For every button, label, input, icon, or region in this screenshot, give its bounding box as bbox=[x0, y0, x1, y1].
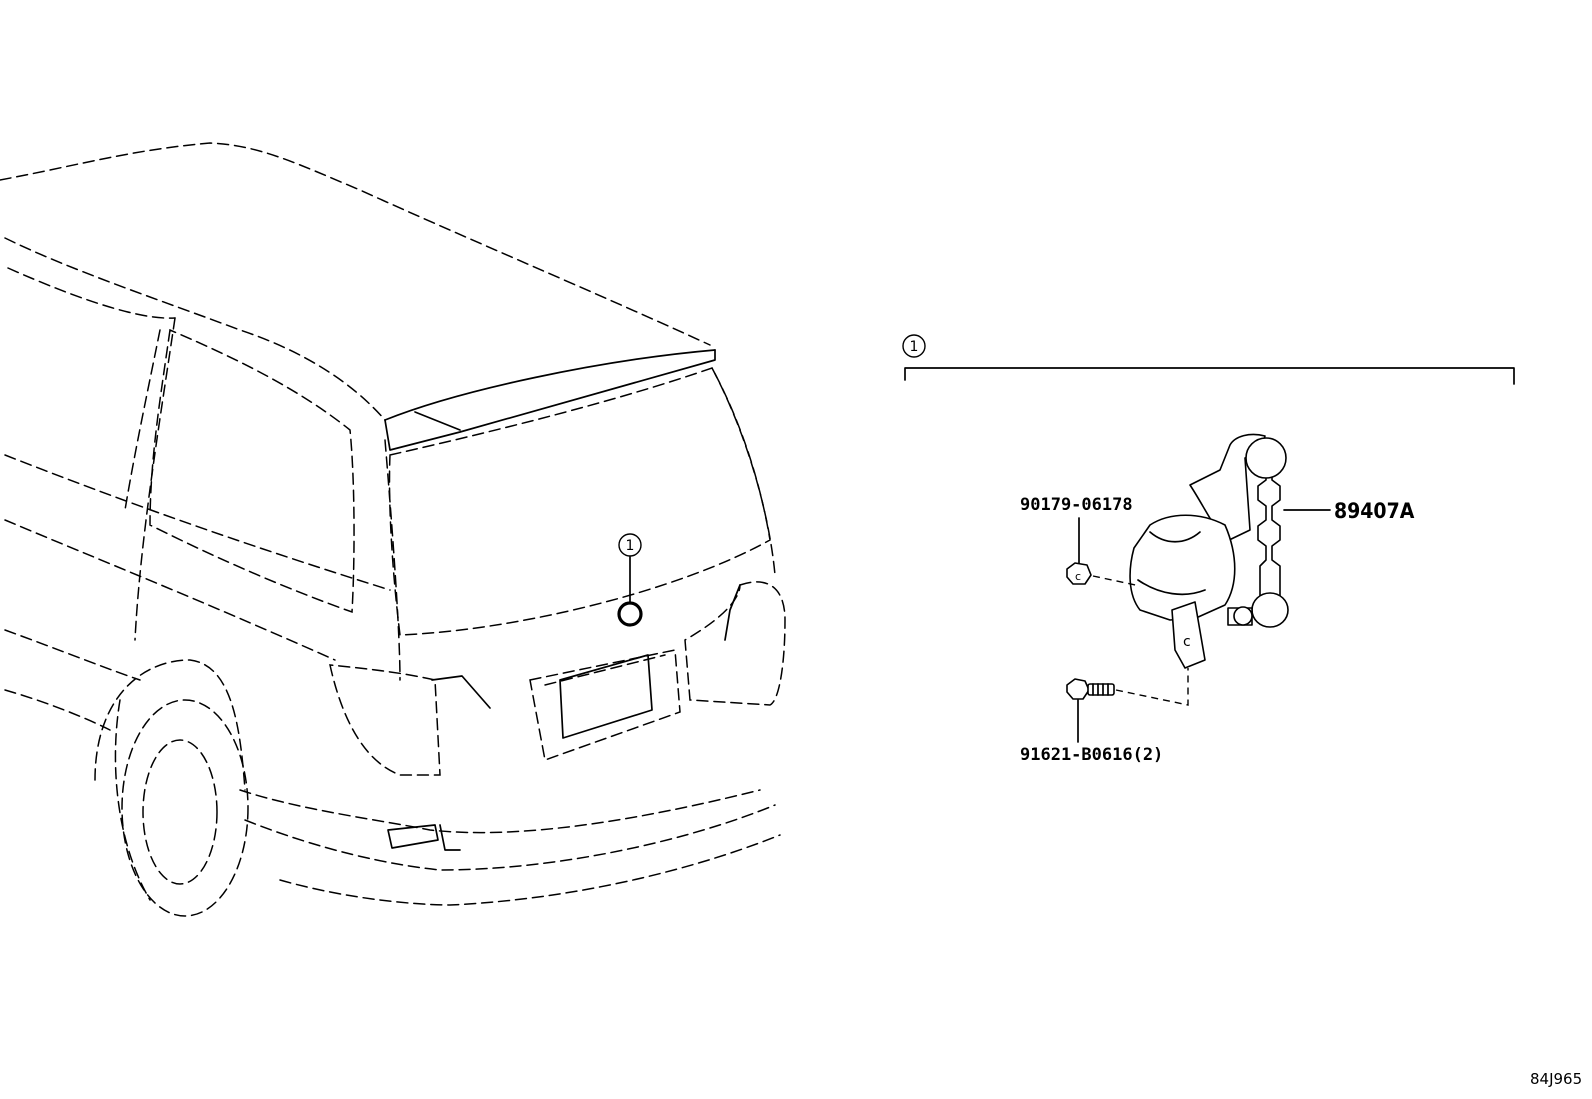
clip-mark: c bbox=[1183, 634, 1191, 650]
ref-marker-vehicle: 1 bbox=[626, 538, 635, 554]
ref-marker-circle-assembly bbox=[902, 334, 926, 358]
sensor-location-marker bbox=[617, 601, 643, 627]
vehicle-illustration: 1 bbox=[0, 142, 786, 917]
figure-id: 84J965 bbox=[1530, 1070, 1582, 1088]
callout-bolt: 91621-B0616(2) bbox=[1020, 745, 1163, 765]
callout-nut: 90179-06178 bbox=[1020, 495, 1133, 515]
ref-marker-circle-vehicle bbox=[618, 533, 642, 557]
height-control-sensor: c bbox=[1129, 433, 1331, 669]
assembly-reference: 1 bbox=[902, 334, 1515, 385]
nut: c bbox=[1066, 517, 1141, 587]
ref-marker-assembly: 1 bbox=[910, 339, 919, 355]
nut-clip-mark: c bbox=[1075, 570, 1081, 583]
callout-sensor: 89407A bbox=[1334, 499, 1415, 523]
bolt bbox=[1066, 668, 1189, 743]
